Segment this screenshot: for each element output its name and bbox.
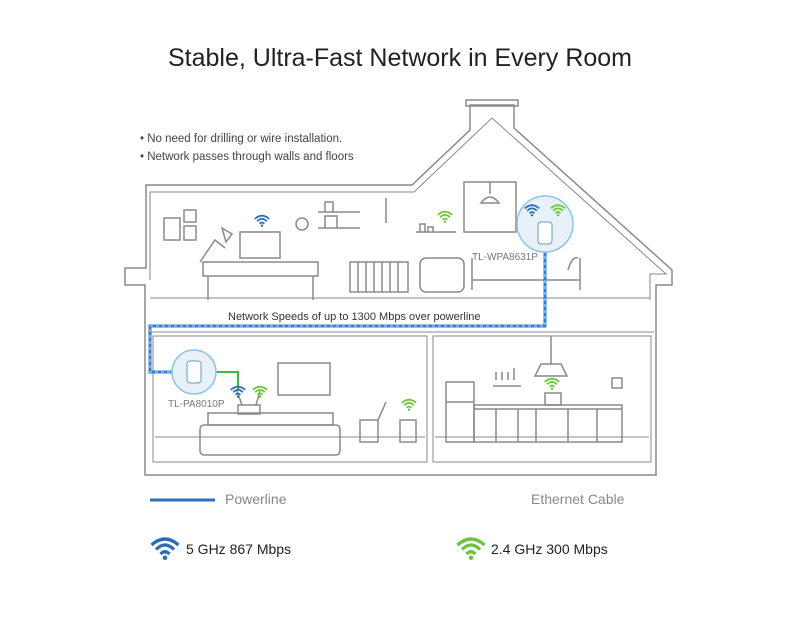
kitchen (432, 335, 652, 463)
legend-ethernet: Ethernet Cable (531, 491, 625, 507)
wifi-24ghz-legend-icon (456, 537, 486, 560)
device-label-upstairs: TL-WPA8631P (472, 252, 538, 263)
ethernet-cable-living (210, 371, 239, 390)
house-outline (124, 104, 673, 476)
powerline-caption: Network Speeds of up to 1300 Mbps over p… (228, 311, 481, 323)
wifi-24ghz-icon (437, 210, 453, 223)
wifi-24ghz-icon (544, 377, 560, 390)
wifi-24ghz-icon (401, 398, 417, 411)
bullet-item: • No need for drilling or wire installat… (140, 133, 343, 145)
wifi-5ghz-legend-icon (150, 537, 180, 560)
adapter-downstairs (171, 349, 217, 395)
living-room (152, 335, 428, 463)
monitor (239, 231, 281, 259)
page-title: Stable, Ultra-Fast Network in Every Room (167, 44, 633, 72)
adapter-upstairs (516, 195, 574, 253)
legend-powerline: Powerline (225, 491, 287, 507)
wifi-5ghz-icon (254, 214, 270, 227)
legend-24ghz: 2.4 GHz 300 Mbps (491, 541, 608, 557)
feature-list: • No need for drilling or wire installat… (140, 130, 354, 166)
device-label-downstairs: TL-PA8010P (168, 399, 225, 410)
bullet-item: • Network passes through walls and floor… (140, 151, 354, 163)
legend-5ghz: 5 GHz 867 Mbps (186, 541, 292, 557)
powerline-cable (148, 244, 547, 374)
